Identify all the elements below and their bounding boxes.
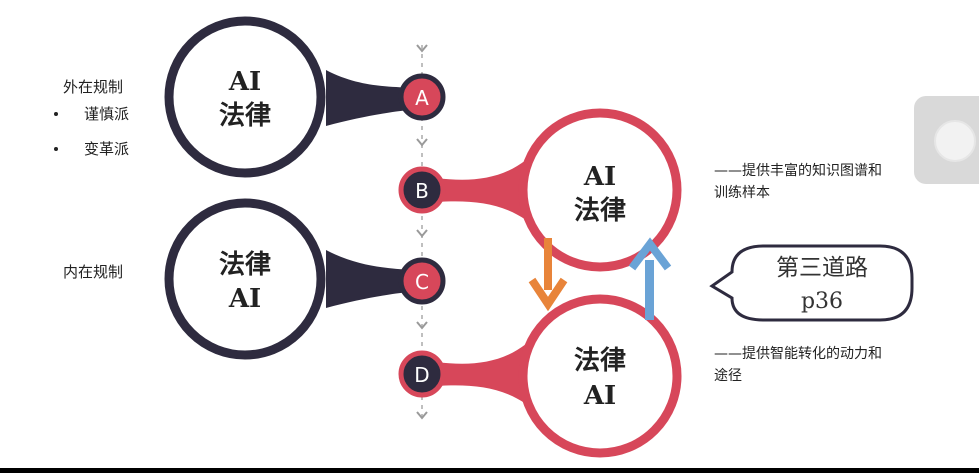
floating-side-handle[interactable]: [914, 96, 979, 184]
callout-page: p36: [801, 289, 843, 314]
arrow-up-shaft: [645, 260, 654, 320]
note-bottom: ——提供智能转化的动力和 途径: [714, 343, 974, 387]
arrow-down-icon: [528, 238, 568, 312]
marker-a-label: A: [415, 86, 429, 110]
label-internal-regulation: 内在规制: [63, 263, 124, 281]
node-a-connector: [326, 70, 408, 126]
node-d-connector: [436, 344, 526, 404]
node-b-connector: [436, 160, 526, 220]
marker-c: [398, 257, 446, 305]
callout-title: 第三道路: [776, 255, 868, 281]
note-top-line2: 训练样本: [714, 185, 770, 201]
node-d-line2: AI: [583, 381, 616, 411]
node-b-line2: 法律: [574, 196, 626, 226]
node-b-circle: [518, 108, 682, 272]
bullet-icon: [54, 112, 58, 116]
node-d-line1: 法律: [574, 346, 626, 376]
node-c-line2: AI: [228, 284, 261, 314]
node-a-circle: [164, 16, 326, 178]
node-d-circle: [518, 294, 682, 458]
marker-c-label: C: [415, 270, 429, 294]
marker-d: [398, 350, 446, 398]
callout-shape: [709, 244, 914, 322]
list-item: 谨慎派: [54, 105, 129, 140]
bullet-icon: [54, 147, 58, 151]
node-d: 法律 AI D: [398, 294, 682, 458]
node-b-line1: AI: [583, 162, 616, 192]
marker-b: [398, 166, 446, 214]
list-item-label: 变革派: [84, 140, 130, 158]
marker-b-label: B: [415, 179, 429, 203]
node-c-line1: 法律: [219, 250, 271, 280]
node-a: AI 法律 A: [164, 16, 446, 178]
note-top-line1: ——提供丰富的知识图谱和: [714, 163, 882, 179]
list-item: 变革派: [54, 140, 129, 175]
circle-button-icon[interactable]: [934, 120, 976, 162]
node-c-connector: [326, 250, 408, 308]
school-list: 谨慎派 变革派: [54, 105, 129, 175]
node-c-circle: [164, 198, 326, 360]
arrow-up-icon: [628, 237, 672, 320]
chevron-down-icon: [416, 411, 428, 420]
note-bottom-line2: 途径: [714, 368, 742, 384]
marker-d-label: D: [414, 363, 429, 387]
arrow-down-head: [528, 277, 568, 312]
chevron-down-icon: [416, 44, 428, 53]
arrow-up-head: [628, 237, 672, 271]
node-a-line1: AI: [228, 67, 261, 97]
callout-bubble: 第三道路 p36: [709, 244, 914, 322]
chevron-down-icon: [416, 229, 428, 238]
chevron-down-icon: [416, 138, 428, 147]
node-a-line2: 法律: [219, 101, 271, 131]
timeline-chevrons: [416, 44, 428, 420]
node-c: 法律 AI C: [164, 198, 446, 360]
chevron-down-icon: [416, 321, 428, 330]
arrow-down-shaft: [544, 238, 552, 290]
label-external-regulation: 外在规制: [63, 78, 124, 96]
note-bottom-line1: ——提供智能转化的动力和: [714, 346, 882, 362]
note-top: ——提供丰富的知识图谱和 训练样本: [714, 160, 974, 204]
list-item-label: 谨慎派: [84, 105, 130, 123]
marker-a: [398, 73, 446, 121]
node-b: AI 法律 B: [398, 108, 682, 272]
